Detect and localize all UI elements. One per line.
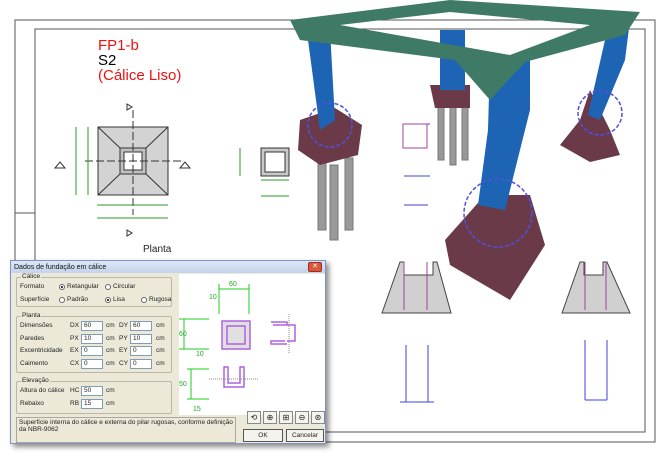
zoom-window-icon[interactable]: ⊕ [263, 411, 277, 424]
unit-label: cm [106, 399, 115, 407]
planta-key2: PY [119, 334, 128, 342]
planta-input-cx[interactable]: 0 [81, 358, 103, 369]
planta-row-label: Caimento [20, 359, 48, 367]
radio-padrao-label[interactable]: Padrão [67, 296, 88, 303]
group-calice-legend: Cálice [21, 273, 42, 280]
planta-input-ey[interactable]: 0 [130, 346, 152, 356]
planta-input-px[interactable]: 10 [81, 333, 103, 344]
radio-lisa-label[interactable]: Lisa [113, 296, 125, 303]
unit-label: cm [156, 334, 165, 342]
zoom-all-icon[interactable]: ⊞ [279, 411, 293, 424]
3d-foundation-model [290, 0, 640, 300]
group-calice: Cálice Formato Retangular Circular Super… [16, 273, 172, 307]
radio-circular[interactable] [105, 284, 111, 290]
group-elevacao-legend: Elevação [21, 377, 50, 384]
unit-label: cm [106, 359, 115, 367]
preview-dim-rebaixo: 15 [193, 406, 201, 413]
elevacao-row-label: Altura do cálice [20, 387, 65, 394]
unit-label: cm [106, 387, 115, 394]
unit-label: cm [156, 347, 165, 354]
radio-padrao[interactable] [59, 297, 65, 303]
planta-input-dx[interactable]: 60 [81, 321, 103, 331]
redraw-icon[interactable]: ⟲ [247, 411, 261, 424]
planta-key2: CY [119, 359, 129, 367]
planta-row-label: Paredes [20, 334, 45, 342]
superficie-label: Superfície [20, 296, 50, 303]
preview-dim-left: 60 [179, 331, 187, 338]
planta-key1: CX [70, 359, 80, 367]
planta-input-py[interactable]: 10 [130, 333, 152, 344]
unit-label: cm [156, 359, 165, 367]
dialog-title: Dados de fundação em cálice [14, 263, 107, 271]
column-id: S2 [98, 52, 117, 69]
planta-row-label: Dimensões [20, 322, 53, 329]
dialog-titlebar[interactable]: Dados de fundação em cálice [11, 261, 325, 273]
elevation-section-left [381, 261, 452, 314]
preview-panel: 60 10 60 10 50 15 [179, 274, 325, 415]
planta-key1: DX [70, 322, 80, 329]
foundation-dialog: Dados de fundação em cálice ✕ Cálice For… [10, 260, 326, 444]
planta-input-cy[interactable]: 0 [130, 358, 152, 369]
rebar-details [400, 123, 608, 403]
radio-lisa[interactable] [105, 297, 111, 303]
elevacao-key: RB [70, 399, 80, 407]
radio-rugosa-label[interactable]: Rugosa [149, 296, 172, 303]
radio-rugosa[interactable] [141, 297, 147, 303]
ok-button[interactable]: OK [243, 429, 283, 442]
drawing-title: FP1-b S2 (Cálice Liso) [98, 38, 181, 83]
unit-label: cm [106, 347, 115, 354]
cancel-button[interactable]: Cancelar [286, 429, 324, 442]
group-planta-legend: Planta [21, 312, 42, 319]
zoom-in-icon[interactable]: ⊛ [311, 411, 325, 424]
zoom-out-icon[interactable]: ⊖ [295, 411, 309, 424]
formato-label: Formato [20, 283, 45, 290]
elevation-section-right [561, 261, 631, 314]
radio-retangular[interactable] [59, 284, 65, 290]
plan-label: Planta [143, 244, 172, 255]
elevacao-key: HC [70, 387, 80, 394]
preview-drawing: 60 10 60 10 50 15 [179, 281, 296, 413]
planta-key2: DY [119, 322, 129, 329]
unit-label: cm [106, 334, 115, 342]
radio-circular-label[interactable]: Circular [113, 283, 136, 290]
elevacao-input-rb[interactable]: 15 [81, 398, 103, 409]
plan-view [53, 103, 192, 237]
planta-key1: PX [70, 334, 79, 342]
foundation-type: (Cálice Liso) [98, 67, 182, 84]
preview-dim-wall-top: 10 [209, 294, 217, 301]
preview-dim-elev: 50 [179, 381, 187, 388]
preview-dim-top: 60 [229, 281, 237, 288]
planta-row-label: Excentricidade [20, 347, 63, 354]
preview-dim-wall-left: 10 [196, 351, 204, 358]
unit-label: cm [156, 322, 165, 329]
close-icon[interactable]: ✕ [308, 262, 322, 272]
planta-input-dy[interactable]: 60 [130, 321, 152, 331]
planta-input-ex[interactable]: 0 [81, 346, 103, 356]
status-description: Superfície interna do cálice e externa d… [16, 417, 236, 443]
planta-key2: EY [119, 347, 128, 354]
elevacao-row-label: Rebaixo [20, 399, 44, 407]
foundation-id: FP1-b [98, 37, 139, 54]
unit-label: cm [106, 322, 115, 329]
elevacao-input-hc[interactable]: 50 [81, 386, 103, 396]
planta-key1: EX [70, 347, 79, 354]
radio-retangular-label[interactable]: Retangular [67, 283, 99, 290]
column-section [239, 147, 290, 197]
